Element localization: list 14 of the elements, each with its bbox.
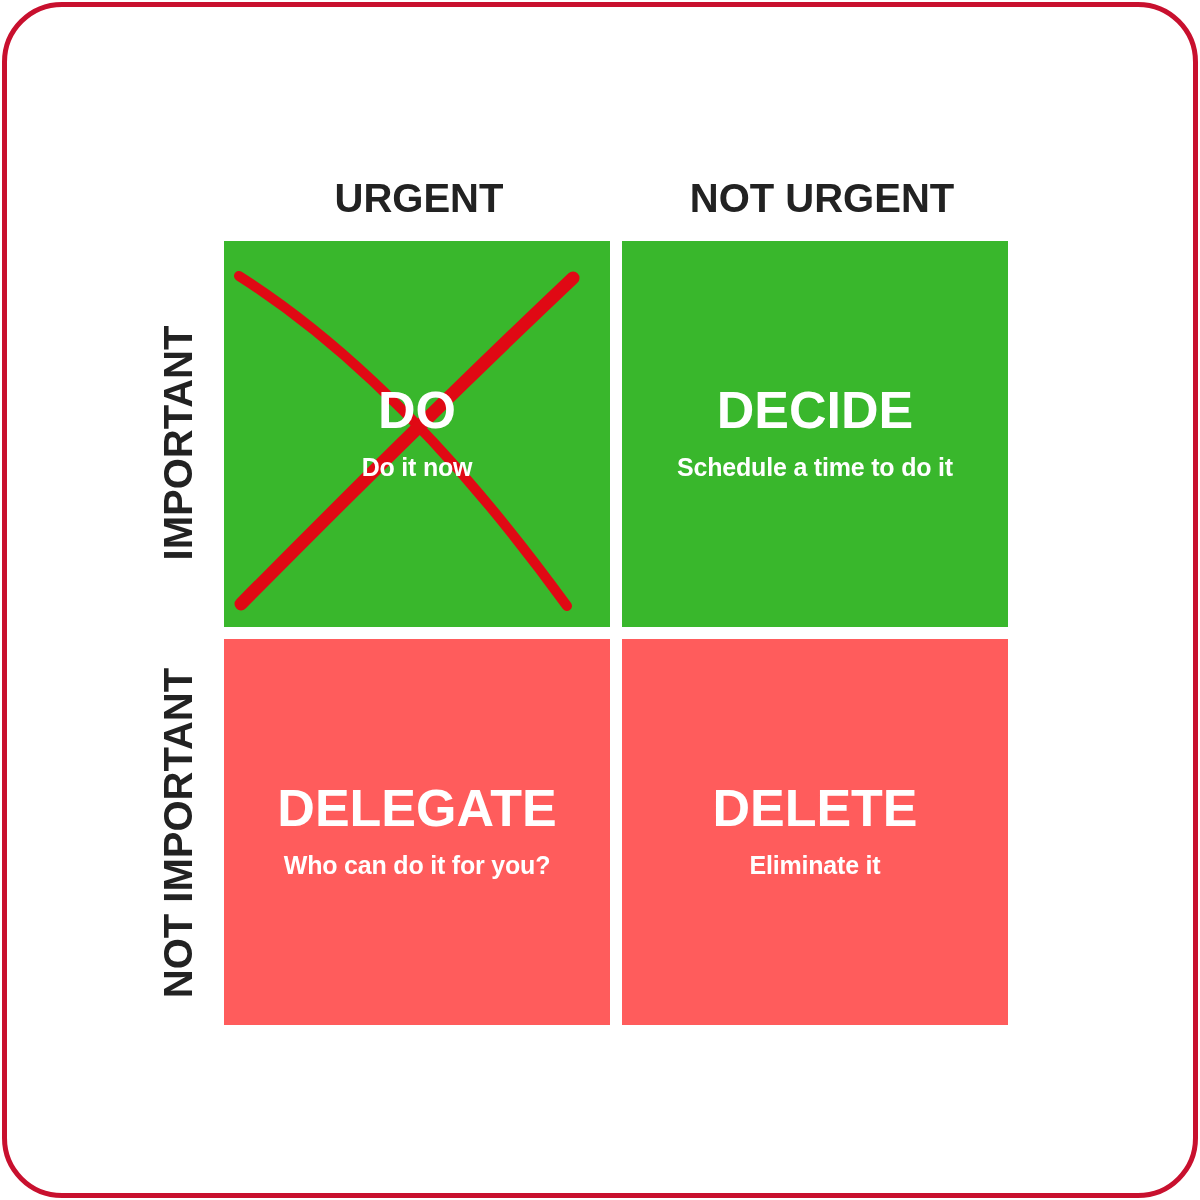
quadrant-title: DECIDE [716,380,914,440]
column-header: URGENT [334,175,504,221]
quadrant-panel [622,241,1008,627]
quadrant-subtitle: Who can do it for you? [283,851,551,880]
row-header: NOT IMPORTANT [155,667,201,999]
column-header: NOT URGENT [689,175,955,221]
quadrant-panel [224,639,610,1025]
quadrant-panel [622,639,1008,1025]
quadrant-subtitle: Schedule a time to do it [677,453,953,482]
quadrant-subtitle: Eliminate it [749,851,881,880]
quadrant-title: DELETE [712,778,918,838]
quadrant-panel [224,241,610,627]
row-header: IMPORTANT [155,325,201,561]
quadrant-title: DELEGATE [277,778,557,838]
